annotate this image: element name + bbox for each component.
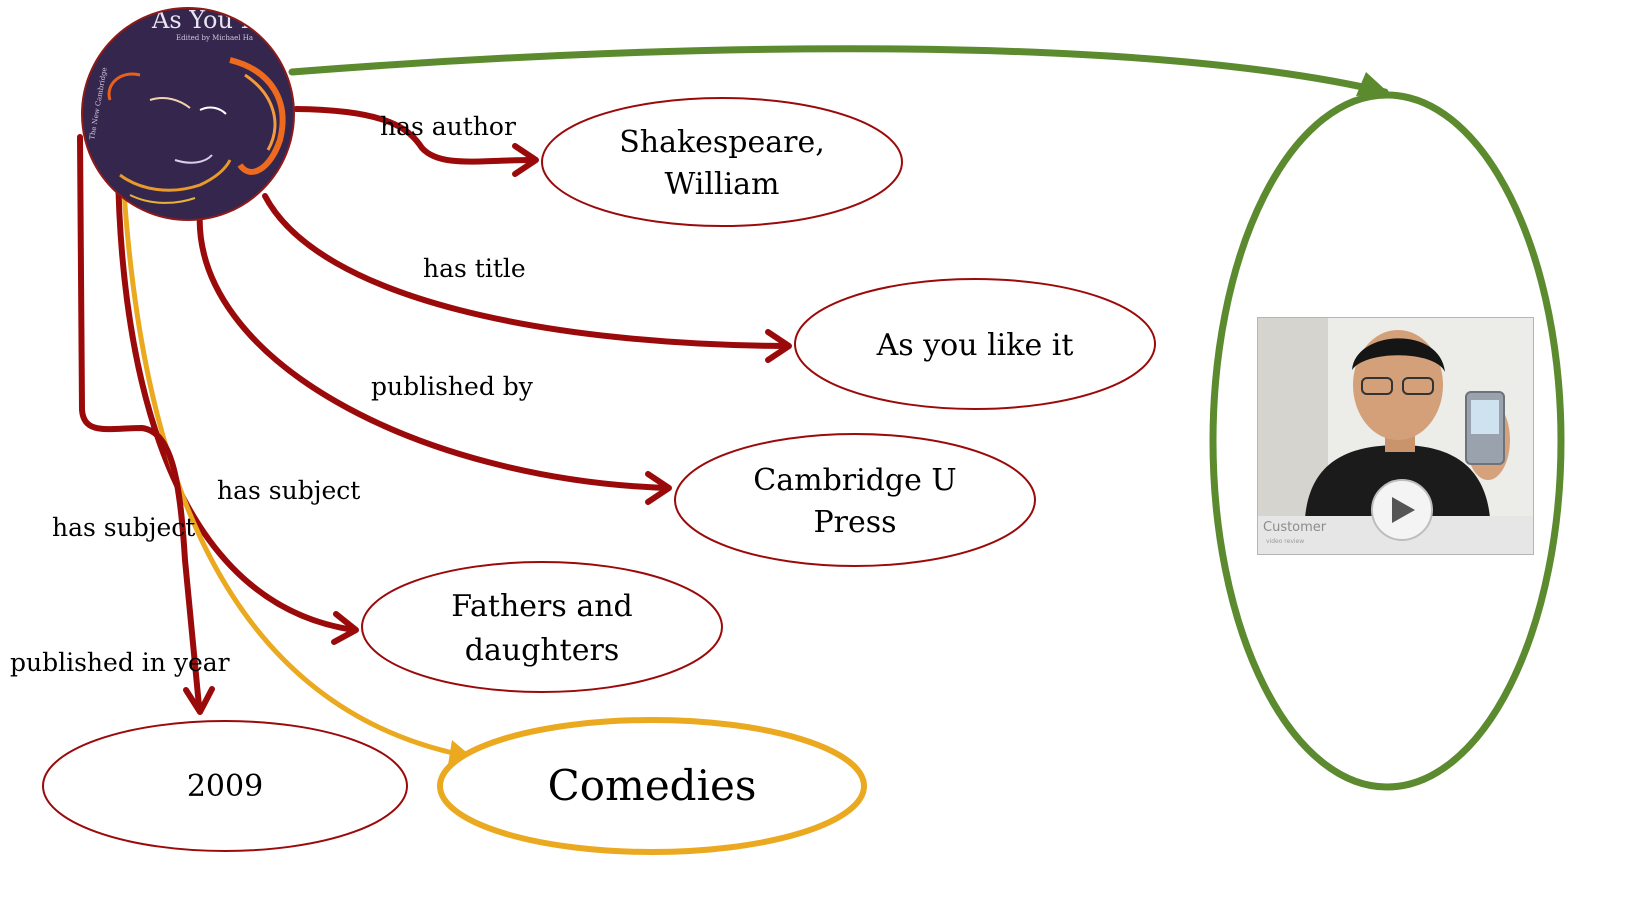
published-in-year-edge bbox=[77, 134, 202, 709]
published-by-label: published by bbox=[371, 372, 534, 401]
has-subject-inner-label: has subject bbox=[217, 476, 360, 505]
subject-node-fathers-and-daughters: Fathers and daughters bbox=[361, 561, 723, 693]
title-node-text: As you like it bbox=[876, 328, 1074, 363]
title-node: As you like it bbox=[794, 278, 1156, 410]
published-by-arrowhead bbox=[645, 471, 672, 505]
has-subject-outer-edge bbox=[121, 189, 465, 758]
published-in-year-label: published in year bbox=[10, 648, 230, 677]
comedies-node-text: Comedies bbox=[548, 761, 757, 810]
author-node-line1: Shakespeare, bbox=[619, 125, 825, 160]
video-node: Customer video review bbox=[1209, 91, 1565, 791]
video-thumbnail[interactable]: Customer video review bbox=[1257, 317, 1534, 555]
video-caption: Customer bbox=[1263, 520, 1327, 535]
subject-node-line1: Fathers and bbox=[451, 589, 632, 624]
author-node-line2: William bbox=[664, 167, 779, 202]
cover-subtitle: Edited by Michael Ha bbox=[176, 34, 253, 42]
has-subject-inner-edge bbox=[115, 165, 357, 633]
published-in-year-arrowhead bbox=[183, 686, 215, 715]
publisher-node: Cambridge U Press bbox=[674, 433, 1036, 567]
book-cover-image: As You L Edited by Michael Ha The New Ca… bbox=[81, 7, 295, 221]
has-subject-inner-arrowhead bbox=[331, 611, 359, 645]
has-title-label: has title bbox=[423, 254, 526, 283]
same-as-edge bbox=[288, 45, 1389, 96]
play-icon[interactable] bbox=[1371, 479, 1433, 541]
same-as-edge-arrowhead bbox=[1356, 72, 1390, 96]
author-node: Shakespeare, William bbox=[541, 97, 903, 227]
subject-node-line2: daughters bbox=[465, 633, 619, 668]
video-subcaption: video review bbox=[1266, 538, 1304, 545]
published-by-edge bbox=[196, 207, 671, 491]
has-title-edge bbox=[262, 193, 791, 349]
year-node: 2009 bbox=[42, 720, 408, 852]
has-author-label: has author bbox=[380, 112, 516, 141]
publisher-node-line2: Press bbox=[813, 505, 896, 540]
has-title-arrowhead bbox=[765, 329, 792, 363]
publisher-node-line1: Cambridge U bbox=[753, 463, 956, 498]
has-subject-outer-label: has subject bbox=[52, 513, 195, 542]
year-node-text: 2009 bbox=[187, 769, 263, 804]
has-author-arrowhead bbox=[512, 143, 539, 177]
has-author-edge bbox=[293, 106, 537, 165]
subject-node-comedies: Comedies bbox=[437, 717, 867, 855]
